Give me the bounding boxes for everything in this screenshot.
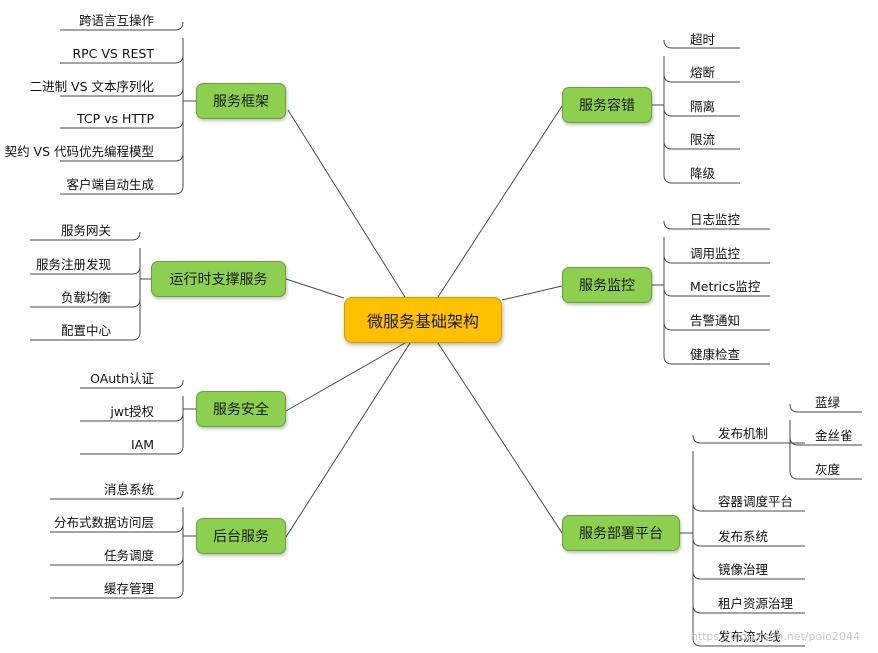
branch-label: 运行时支撑服务: [169, 272, 268, 288]
leaf-iam: IAM: [130, 437, 154, 452]
leaf-client-autogen: 客户端自动生成: [66, 177, 154, 192]
leaf-release-system: 发布系统: [718, 529, 769, 544]
bracket-framework-leaf-2: [60, 87, 184, 97]
center-node-label: 微服务基础架构: [366, 312, 479, 331]
bracket-deployment-leaf-5: [692, 637, 805, 647]
subleaf-canary: 金丝雀: [815, 428, 853, 443]
leaf-config-center: 配置中心: [60, 323, 111, 338]
branch-deployment-platform: 服务部署平台: [562, 515, 680, 551]
leaf-circuit-breaker: 熔断: [690, 65, 716, 80]
bracket-framework-leaf-5: [60, 185, 184, 195]
bracket-backend-leaf-2: [50, 556, 184, 566]
bracket-deployment-leaf-4: [692, 604, 805, 614]
connector-center-to-framework: [287, 109, 406, 298]
connector-center-to-runtime: [285, 278, 345, 299]
connector-center-to-fault-tolerance: [437, 105, 563, 298]
leaf-release-mechanism: 发布机制: [718, 426, 769, 441]
leaf-rate-limit: 限流: [690, 132, 716, 147]
leaf-timeout: 超时: [690, 32, 716, 47]
leaf-messaging: 消息系统: [103, 482, 154, 497]
subleaf-gray: 灰度: [815, 462, 841, 477]
branch-label: 服务框架: [213, 94, 269, 110]
bracket-backend-leaf-3: [50, 589, 184, 599]
leaf-load-balancing: 负载均衡: [60, 290, 111, 305]
branch-label: 后台服务: [213, 529, 269, 545]
bracket-security-leaf-0: [80, 379, 184, 389]
leaf-distributed-data-access: 分布式数据访问层: [53, 515, 154, 530]
bracket-monitoring-leaf-4: [663, 355, 770, 365]
branch-service-monitoring: 服务监控: [562, 267, 652, 303]
leaf-rpc-vs-rest: RPC VS REST: [72, 46, 154, 61]
bracket-deployment-leaf-1: [692, 502, 805, 512]
leaf-oauth: OAuth认证: [90, 371, 154, 386]
bracket-monitoring-leaf-0: [663, 220, 770, 230]
bracket-backend-leaf-0: [50, 490, 184, 500]
bracket-deployment-leaf-3: [692, 570, 805, 580]
bracket-fault-tolerance-leaf-0: [663, 39, 740, 49]
branch-service-security: 服务安全: [196, 391, 286, 427]
leaf-cross-language: 跨语言互操作: [78, 13, 154, 28]
leaf-container-scheduling: 容器调度平台: [718, 494, 794, 509]
leaf-degrade: 降级: [690, 166, 716, 181]
bracket-security-leaf-1: [80, 412, 184, 422]
bracket-deployment-leaf-2: [692, 537, 805, 547]
bracket-runtime-leaf-1: [30, 265, 141, 275]
bracket-release-mechanism-leaf-1: [789, 436, 862, 446]
bracket-fault-tolerance-leaf-3: [663, 140, 740, 150]
bracket-deployment-leaf-0: [692, 434, 805, 444]
bracket-runtime-leaf-3: [30, 331, 141, 341]
branch-label: 服务容错: [579, 98, 635, 114]
leaf-metrics-monitoring: Metrics监控: [690, 279, 761, 294]
branch-backend-services: 后台服务: [196, 518, 286, 554]
bracket-fault-tolerance-leaf-1: [663, 73, 740, 83]
leaf-service-discovery: 服务注册发现: [35, 257, 111, 272]
bracket-framework-leaf-0: [60, 21, 184, 31]
leaf-call-monitoring: 调用监控: [690, 246, 741, 261]
leaf-binary-vs-text: 二进制 VS 文本序列化: [29, 79, 154, 94]
leaf-tenant-resource-governance: 租户资源治理: [718, 596, 794, 611]
bracket-monitoring-leaf-1: [663, 254, 770, 264]
bracket-monitoring-leaf-2: [663, 287, 770, 297]
subleaf-blue-green: 蓝绿: [815, 395, 841, 410]
bracket-runtime-leaf-2: [30, 298, 141, 308]
branch-label: 服务安全: [213, 402, 269, 418]
bracket-framework-leaf-4: [60, 152, 184, 162]
bracket-runtime-leaf-0: [30, 231, 141, 241]
branch-service-framework: 服务框架: [196, 83, 286, 119]
leaf-api-gateway: 服务网关: [60, 223, 111, 238]
leaf-release-pipeline: 发布流水线: [718, 629, 781, 644]
leaf-tcp-vs-http: TCP vs HTTP: [76, 111, 154, 126]
leaf-cache-management: 缓存管理: [103, 581, 154, 596]
branch-fault-tolerance: 服务容错: [562, 87, 652, 123]
leaf-task-scheduling: 任务调度: [103, 548, 154, 563]
watermark: https://blog.csdn.net/polo2044: [690, 630, 860, 643]
bracket-framework-leaf-3: [60, 119, 184, 129]
connector-center-to-security: [285, 342, 406, 412]
leaf-contract-vs-code-first: 契约 VS 代码优先编程模型: [4, 144, 154, 159]
connector-center-to-backend: [285, 342, 411, 538]
bracket-release-mechanism-leaf-2: [789, 470, 862, 480]
branch-label: 服务部署平台: [579, 526, 663, 542]
bracket-fault-tolerance-leaf-4: [663, 174, 740, 184]
bracket-release-mechanism-leaf-0: [789, 403, 862, 413]
leaf-alert-notification: 告警通知: [690, 313, 741, 328]
leaf-image-governance: 镜像治理: [718, 562, 769, 577]
connector-center-to-monitoring: [501, 285, 563, 301]
leaf-jwt: jwt授权: [110, 404, 154, 419]
bracket-backend-leaf-1: [50, 523, 184, 533]
leaf-health-check: 健康检查: [690, 347, 741, 362]
bracket-fault-tolerance-leaf-2: [663, 107, 740, 117]
branch-label: 服务监控: [579, 278, 635, 294]
branch-runtime-support: 运行时支撑服务: [151, 261, 286, 297]
bracket-security-leaf-2: [80, 445, 184, 455]
bracket-framework-leaf-1: [60, 54, 184, 64]
center-node-microservice-architecture: 微服务基础架构: [344, 297, 502, 343]
leaf-log-monitoring: 日志监控: [690, 212, 741, 227]
connector-center-to-deployment: [437, 342, 563, 534]
leaf-isolation: 隔离: [690, 99, 716, 114]
bracket-monitoring-leaf-3: [663, 321, 770, 331]
